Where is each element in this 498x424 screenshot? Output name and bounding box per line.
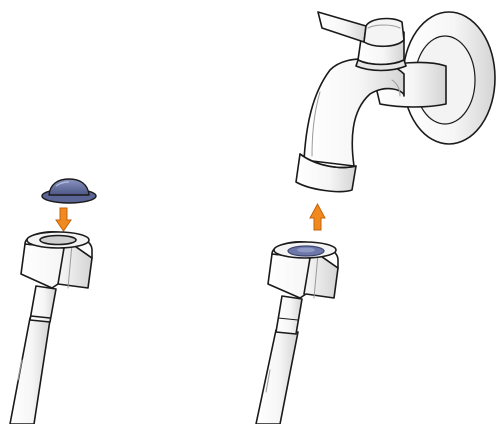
down-arrow-icon: [55, 207, 72, 232]
tap-spout: [303, 58, 405, 167]
right-hose-tube: [255, 329, 299, 424]
left-hose-collar: [29, 285, 57, 323]
up-arrow-icon: [309, 202, 326, 231]
hose-nut-icon: [20, 231, 93, 289]
tap-handle: [317, 11, 405, 48]
left-hose-tube: [9, 317, 51, 424]
right-hose-collar: [275, 295, 303, 335]
right-hose-assembly: [255, 241, 339, 424]
tap-icon: [295, 11, 496, 193]
left-hose-assembly: [9, 231, 93, 424]
hose-nut-icon: [267, 241, 339, 299]
rubber-gasket-icon: [41, 178, 97, 204]
